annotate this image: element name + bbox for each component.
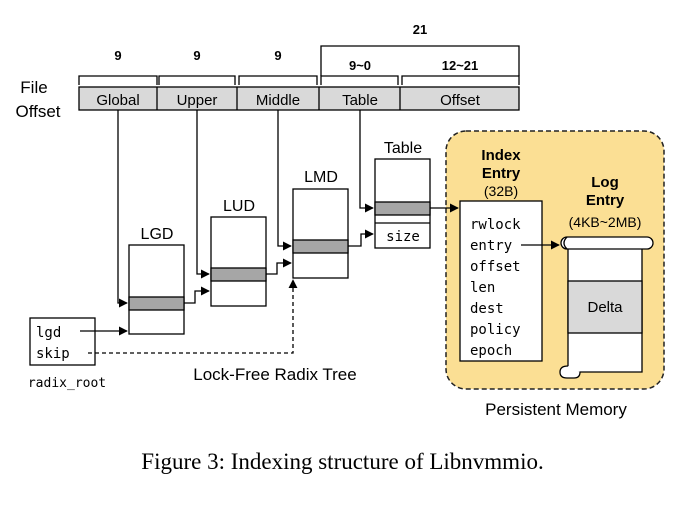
table-label: Table xyxy=(384,140,422,157)
log-entry-size: (4KB~2MB) xyxy=(569,214,642,230)
file-offset: File Offset Global Upper Middle Table Of… xyxy=(15,22,520,121)
arrow-root-skip xyxy=(88,279,298,354)
index-entry-title-line2: Entry xyxy=(482,165,521,182)
bits-span: 21 xyxy=(413,22,427,37)
arrow-lud-to-lmd xyxy=(266,258,292,275)
bracket-middle xyxy=(238,75,318,85)
lud-slot xyxy=(210,267,267,282)
lud-node: LUD xyxy=(210,198,267,307)
delta-block xyxy=(567,280,643,334)
table-size-field: size xyxy=(386,229,420,245)
arrow-lgd-to-lud xyxy=(184,286,210,304)
field-table: Table xyxy=(342,92,378,109)
file-offset-label-line1: File xyxy=(20,78,47,97)
arrow-upper-to-lud xyxy=(196,110,210,279)
radix-root-label: radix_root xyxy=(28,376,106,391)
arrow-lmd-to-table xyxy=(348,229,374,247)
bits-middle: 9 xyxy=(274,48,281,63)
bracket-offset xyxy=(401,75,520,85)
figure-caption: Figure 3: Indexing structure of Libnvmmi… xyxy=(141,449,544,474)
delta-label: Delta xyxy=(587,299,623,316)
bits-upper: 9 xyxy=(193,48,200,63)
arrow-table-to-table xyxy=(359,110,374,213)
index-field-rwlock: rwlock xyxy=(470,217,521,233)
table-node: Table size xyxy=(374,140,431,249)
log-entry-bottom-curl xyxy=(559,365,581,379)
index-field-offset: offset xyxy=(470,259,521,275)
bracket-span xyxy=(320,45,520,76)
radix-tree-label: Lock-Free Radix Tree xyxy=(193,365,356,384)
bracket-table xyxy=(320,75,399,85)
indexing-diagram: File Offset Global Upper Middle Table Of… xyxy=(15,22,665,419)
lmd-label: LMD xyxy=(304,169,338,186)
index-field-dest: dest xyxy=(470,301,504,317)
radix-root-skip: skip xyxy=(36,346,70,362)
field-middle: Middle xyxy=(256,92,300,109)
log-entry-title-line2: Entry xyxy=(586,192,625,209)
index-field-len: len xyxy=(470,280,495,296)
index-field-epoch: epoch xyxy=(470,343,512,359)
arrow-global-to-lgd xyxy=(117,110,128,308)
bits-offset: 12~21 xyxy=(442,58,479,73)
field-global: Global xyxy=(96,92,139,109)
file-offset-label-line2: Offset xyxy=(15,102,60,121)
bits-global: 9 xyxy=(114,48,121,63)
lgd-slot xyxy=(128,296,185,311)
radix-root-lgd: lgd xyxy=(36,325,61,341)
field-upper: Upper xyxy=(177,92,218,109)
bracket-upper xyxy=(158,75,236,85)
bracket-global xyxy=(78,75,158,85)
arrow-middle-to-lmd xyxy=(277,110,292,251)
lgd-label: LGD xyxy=(141,226,174,243)
index-entry-size: (32B) xyxy=(484,183,518,199)
index-field-policy: policy xyxy=(470,322,521,338)
bits-table: 9~0 xyxy=(349,58,371,73)
persistent-memory-label: Persistent Memory xyxy=(485,400,627,419)
index-field-entry: entry xyxy=(470,238,512,254)
field-offset: Offset xyxy=(440,92,481,109)
index-entry: Index Entry (32B) rwlock entry offset le… xyxy=(459,147,543,362)
log-entry: Log Entry (4KB~2MB) Delta xyxy=(559,174,654,379)
file-offset-bar xyxy=(78,86,520,111)
log-entry-top-roll xyxy=(560,236,654,250)
index-entry-title-line1: Index xyxy=(481,147,521,164)
radix-root: lgd skip radix_root xyxy=(28,317,106,391)
lmd-node: LMD xyxy=(292,169,349,279)
table-slot xyxy=(374,201,431,216)
lmd-slot xyxy=(292,239,349,254)
lgd-node: LGD xyxy=(128,226,185,335)
log-entry-title-line1: Log xyxy=(591,174,619,191)
lud-label: LUD xyxy=(223,198,255,215)
